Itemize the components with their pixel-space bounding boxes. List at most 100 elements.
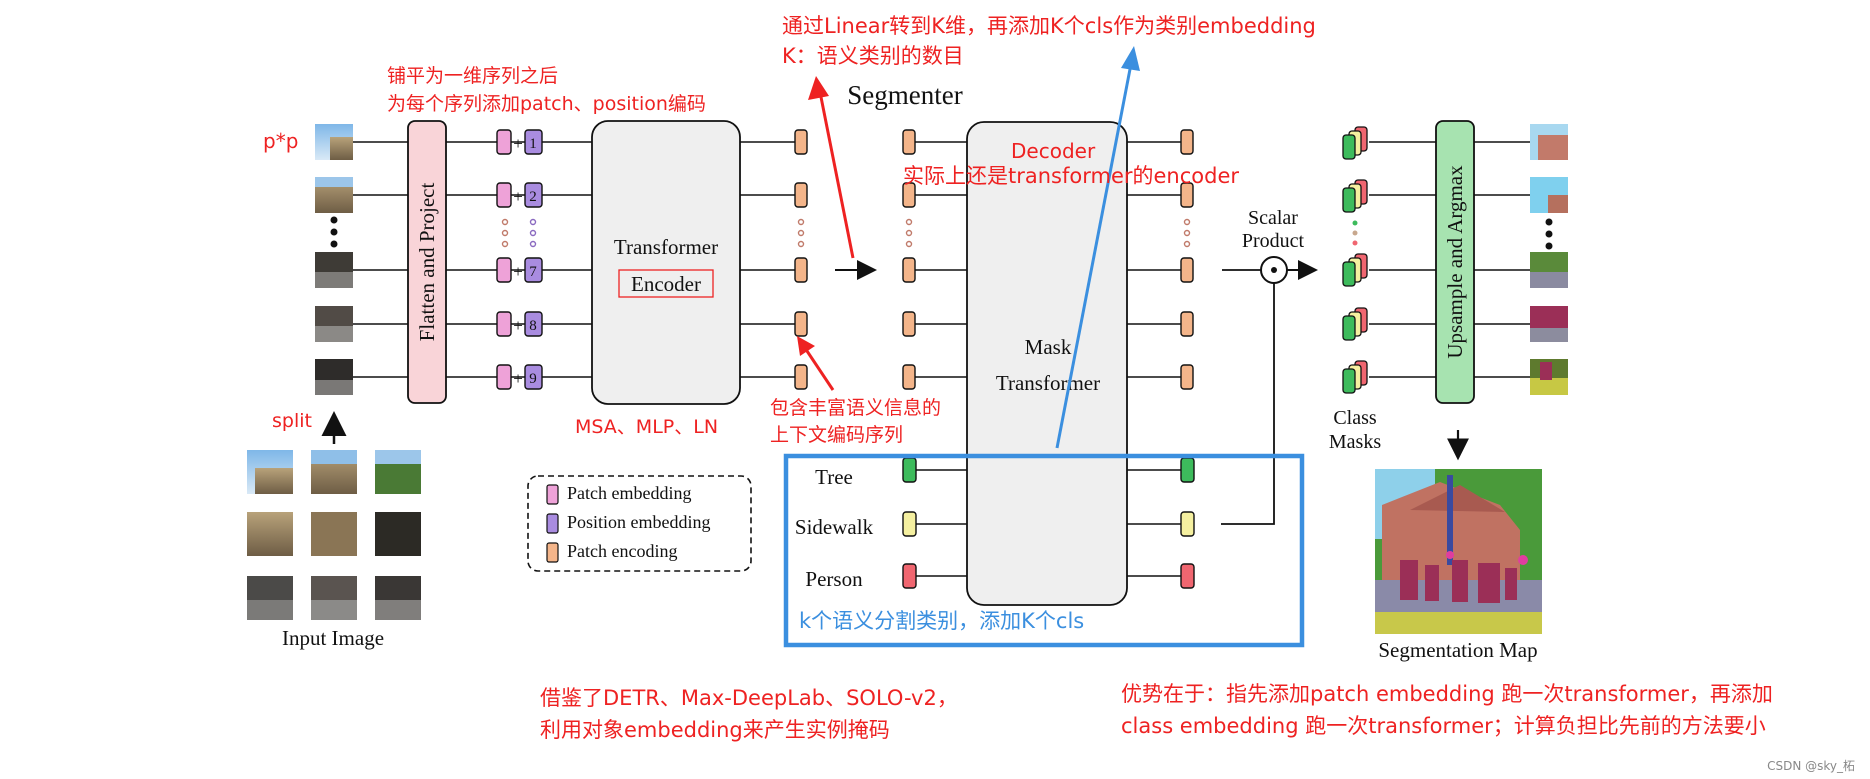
decoder-input-encodings [902,129,916,390]
patch-7-road [315,272,353,288]
output-patch-building [1538,135,1568,160]
mask-transformer-line2: Transformer [996,371,1100,395]
embed-dot [501,229,509,237]
mask-dot [1352,240,1358,246]
encoding-dot [905,218,913,226]
legend-box [527,475,752,572]
legend-position-embedding-swatch [546,513,559,534]
patch-dot-2 [330,228,338,236]
patch-embed-9 [496,364,512,390]
patch-8-road [315,326,353,342]
linear-note-line1: 通过Linear转到K维，再添加K个cls作为类别embedding [782,14,1316,38]
output-patch-person [1540,362,1552,380]
output-patch-road [1530,328,1568,342]
plus-sign-8: + [513,316,523,335]
output-patch-sidewalk [1530,378,1568,395]
linear-note-line2: K：语义类别的数目 [782,44,964,68]
cls-highlight-box [783,453,1305,648]
input-tile-9-road [375,600,421,620]
encoding-dot [905,229,913,237]
encoding-dot [797,229,805,237]
position-embed-2 [524,182,543,208]
mask-transformer-box [966,121,1128,606]
upsample-to-output-lines [1474,141,1530,378]
legend-patch-encoding: Patch encoding [567,541,677,561]
class-mask-stack [1342,126,1368,160]
context-note-line2: 上下文编码序列 [770,424,903,446]
flatten-note-line2: 为每个序列添加patch、position编码 [387,93,706,115]
embed-dot [529,218,537,226]
class-embed-person-out [1180,563,1195,589]
encoding-dot [1183,218,1191,226]
encoding-dot [1183,229,1191,237]
output-dot [1545,230,1553,238]
class-name-sidewalk: Sidewalk [795,515,874,539]
detr-note-line2: 利用对象embedding来产生实例掩码 [540,718,890,742]
input-tile-5 [311,512,357,556]
diagram-title: Segmenter [847,80,962,110]
encoding-dot [905,240,913,248]
patch-encoding [1180,364,1194,390]
legend-position-embedding: Position embedding [567,512,711,532]
patch-encoding [794,129,808,155]
upsample-argmax-box [1435,120,1475,404]
patch-9-road [315,380,353,395]
class-embed-sidewalk [902,511,917,537]
class-name-tree: Tree [815,465,853,489]
class-masks [1342,126,1368,394]
plus-sign-7: + [513,262,523,281]
cls-note: k个语义分割类别，添加K个cls [799,609,1084,633]
encoder-output-lines [740,141,795,378]
decoder-output-encodings [1180,129,1195,589]
scalar-product-line1: Scalar [1248,207,1298,229]
class-embed-sidewalk-out [1180,511,1195,537]
encoding-dot [797,218,805,226]
input-image-label: Input Image [282,626,384,650]
patch-to-flatten-lines [353,141,408,378]
red-arrow-context [803,347,835,391]
input-tile-7-road [247,600,293,620]
mask-dot [1352,230,1358,236]
upsample-argmax-label: Upsample and Argmax [1443,165,1467,359]
embed-dot [501,218,509,226]
patch-2-sky [315,177,353,187]
output-patch-road [1530,272,1568,288]
position-embed-7 [524,257,543,283]
position-embed-1 [524,129,543,155]
decoder-input-lines [915,141,967,577]
advantage-line1: 优势在于：指先添加patch embedding 跑一次transformer，… [1121,682,1773,706]
patch-encoding [794,364,808,390]
plus-sign-9: + [513,369,523,388]
patch-encoding [902,311,916,337]
embedding-pairs: + 1 + 2 + 7 + 8 + 9 [496,129,543,390]
patch-1-building [330,137,353,160]
segmentation-map-image [1375,469,1542,634]
advantage-line2: class embedding 跑一次transformer；计算负担比先前的方… [1121,714,1766,738]
mask-transformer-line1: Mask [1025,335,1072,359]
class-embed-tree-out [1180,457,1195,483]
patch-column [315,124,353,395]
position-number-8: 8 [529,318,537,334]
encoding-dot [797,240,805,248]
position-number-9: 9 [529,371,537,387]
input-tile-8-road [311,600,357,620]
blue-arrow-cls [1055,63,1133,449]
embed-dot [501,240,509,248]
patch-encoding [1180,257,1194,283]
position-number-7: 7 [529,264,537,280]
position-number-1: 1 [529,136,537,152]
input-image-grid [247,450,421,620]
flatten-project-box [407,120,447,404]
patch-encoding [1180,311,1194,337]
patch-encoding [794,257,808,283]
input-tile-3-sky [375,450,421,464]
patch-encoding [902,257,916,283]
patch-dot-3 [330,240,338,248]
output-patch-column [1530,124,1568,395]
encoder-output-encodings [794,129,808,390]
plus-sign-2: + [513,187,523,206]
legend-patch-encoding-swatch [546,542,559,563]
blue-arrowhead-cls [1121,46,1140,71]
encoder-components-note: MSA、MLP、LN [575,416,718,438]
